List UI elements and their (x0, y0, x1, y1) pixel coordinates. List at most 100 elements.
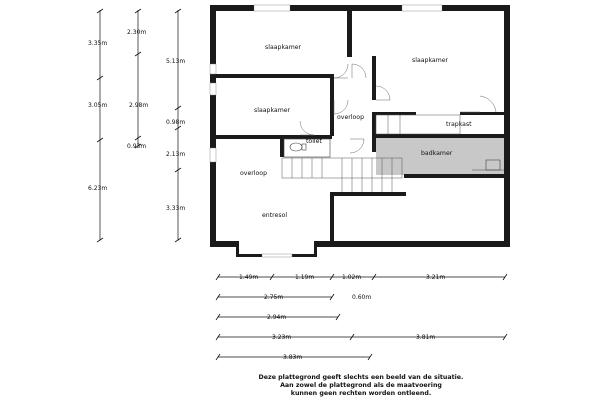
dim-tick (174, 8, 182, 14)
room-label-slaapkamer: slaapkamer (254, 107, 291, 114)
door-swing (299, 120, 315, 136)
dim-tick (502, 273, 508, 281)
dim-tick (349, 333, 355, 341)
dim-tick (215, 293, 221, 301)
dim-label: 2.75m (264, 294, 283, 301)
horizontal-dimensions: 1.49m 1.19m 1.02m 3.21m 2.75m 0.60m 2.94… (215, 273, 508, 361)
dim-label: 3.81m (416, 334, 435, 341)
room-label-slaapkamer: slaapkamer (265, 44, 302, 51)
dim-tick (174, 237, 182, 243)
dim-tick (335, 313, 341, 321)
dim-tick (215, 333, 221, 341)
door-swing (333, 99, 349, 115)
badkamer-floor (376, 137, 504, 175)
disclaimer-line: Aan zowel de plattegrond als de maatvoer… (280, 382, 442, 389)
wall-int (347, 5, 352, 57)
room-label-trapkast: trapkast (446, 121, 472, 128)
staircase (281, 114, 461, 192)
dim-label: 3.21m (426, 274, 445, 281)
wall-left (210, 5, 216, 247)
toilet-tank-icon (301, 143, 307, 151)
dim-tick (367, 353, 373, 361)
dim-label: 0.60m (352, 294, 371, 301)
room-label-slaapkamer: slaapkamer (412, 57, 449, 64)
wall-int (372, 112, 376, 152)
dim-label: 1.49m (239, 274, 258, 281)
wall-int (334, 192, 406, 196)
window (401, 4, 443, 12)
room-label-overloop: overloop (337, 114, 364, 121)
dim-tick (215, 313, 221, 321)
dim-label: 3.23m (272, 334, 291, 341)
dim-tick (96, 237, 104, 243)
disclaimer-line: kunnen geen rechten worden ontleend. (291, 390, 431, 397)
door-swing (375, 85, 391, 101)
bay-wall-right (314, 241, 317, 256)
dim-tick (134, 51, 142, 57)
wall-int (280, 135, 332, 139)
wall-int (330, 74, 334, 136)
room-label-overloop: overloop (240, 170, 267, 177)
window (261, 253, 293, 258)
wall-top (210, 5, 510, 11)
wall-int (374, 134, 504, 138)
disclaimer-line: Deze plattegrond geeft slechts een beeld… (259, 374, 464, 381)
wall-bottom-left (210, 241, 238, 247)
wall-int (280, 135, 284, 157)
room-label-entresol: entresol (262, 212, 287, 219)
wall-int (330, 192, 334, 242)
dim-tick (269, 273, 275, 281)
dim-tick (134, 8, 142, 14)
dim-label: 1.19m (295, 274, 314, 281)
dim-label: 3.05m (88, 102, 107, 109)
wall-int (376, 112, 416, 115)
dim-label: 1.02m (342, 274, 361, 281)
dim-label: 5.13m (166, 58, 185, 65)
toilet-bowl-icon (289, 142, 303, 152)
dim-tick (134, 135, 142, 141)
dim-label: 3.83m (283, 354, 302, 361)
door-swing (349, 138, 365, 154)
wall-int (404, 174, 504, 178)
wall-int (216, 135, 280, 139)
toilet-room (283, 138, 331, 158)
dim-tick (371, 273, 377, 281)
window (253, 4, 291, 12)
door-swing (460, 95, 497, 113)
vertical-dimensions: 3.35m 3.05m 6.23m 2.30m 2.98m 0.93m 5.13… (88, 8, 185, 243)
dim-tick (215, 273, 221, 281)
window (209, 82, 217, 96)
dim-label: 3.33m (166, 205, 185, 212)
room-label-badkamer: badkamer (421, 150, 453, 157)
wall-int (460, 112, 504, 115)
dim-tick (215, 353, 221, 361)
floorplan: slaapkamer slaapkamer slaapkamer overloo… (209, 4, 510, 258)
door-swing (351, 63, 367, 79)
bay-wall-left (236, 241, 239, 256)
window (209, 147, 217, 163)
dim-tick (134, 143, 142, 149)
dim-tick (96, 8, 104, 14)
dim-label: 2.13m (166, 151, 185, 158)
dim-label: 3.35m (88, 40, 107, 47)
room-label-toilet: toilet (306, 138, 322, 145)
dim-tick (329, 293, 335, 301)
disclaimer: Deze plattegrond geeft slechts een beeld… (259, 374, 464, 397)
door-swing (333, 63, 349, 79)
dim-tick (96, 137, 104, 143)
dim-tick (329, 273, 335, 281)
dim-tick (174, 167, 182, 173)
dim-tick (502, 333, 508, 341)
dim-label: 6.23m (88, 185, 107, 192)
trapkast-outline (375, 114, 461, 135)
dim-tick (174, 125, 182, 131)
dim-label: 2.94m (267, 314, 286, 321)
dim-label: 2.98m (129, 102, 148, 109)
dim-tick (174, 105, 182, 111)
wall-right (504, 5, 510, 247)
dim-tick (96, 75, 104, 81)
window (209, 63, 217, 75)
dim-label: 2.30m (127, 29, 146, 36)
